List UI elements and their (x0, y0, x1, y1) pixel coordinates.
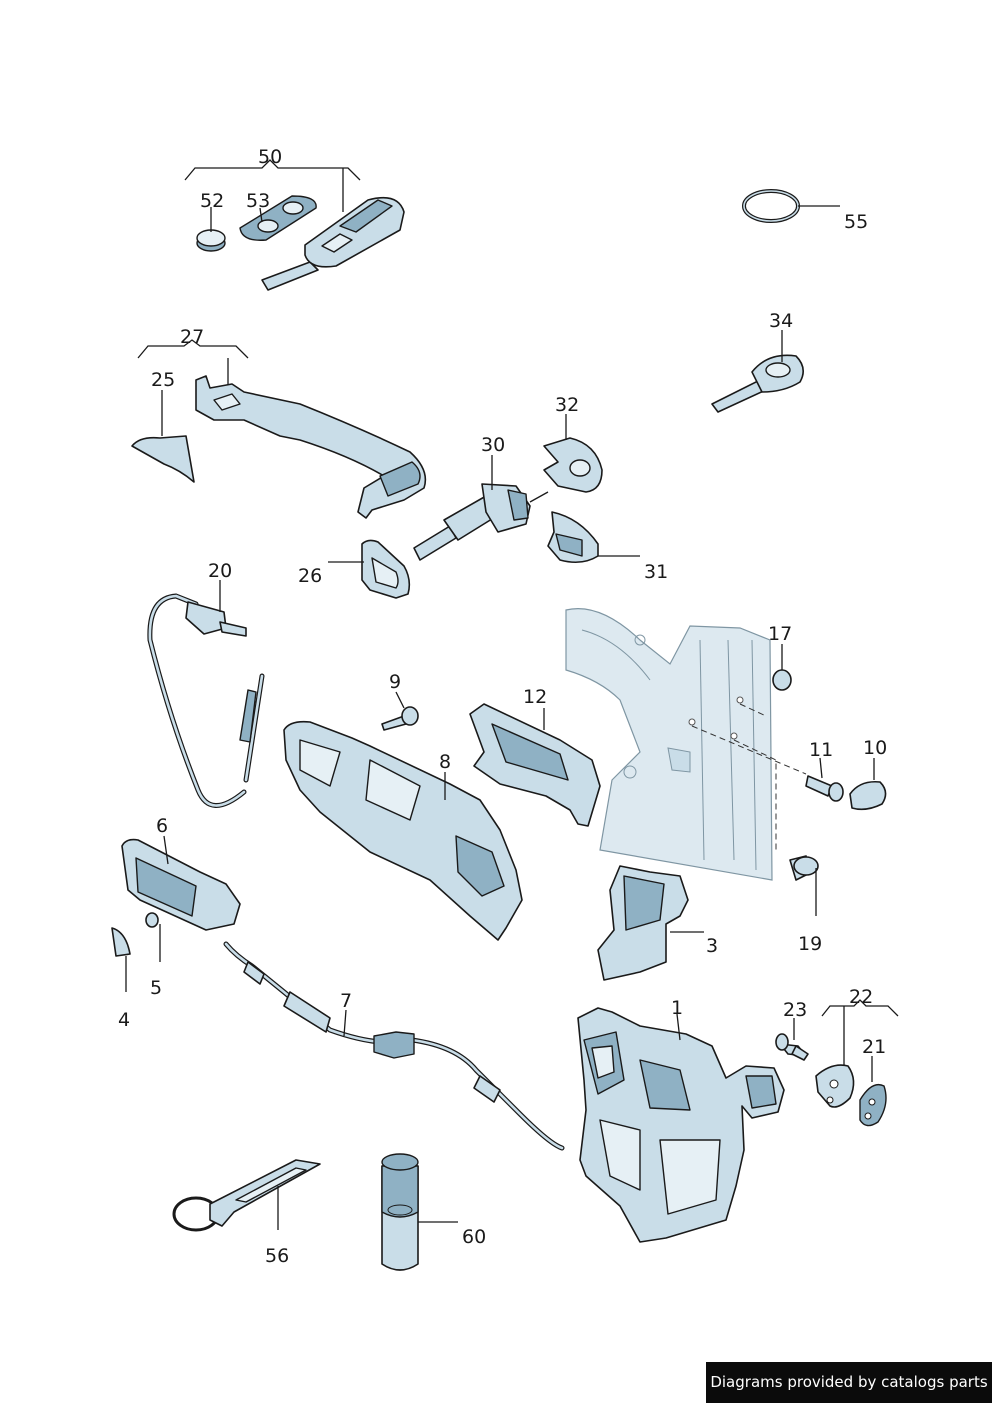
label-6: 6 (156, 815, 168, 837)
label-8: 8 (439, 751, 451, 773)
part-34-mechanical-key (711, 330, 804, 413)
label-56: 56 (265, 1245, 289, 1267)
part-17-plug (772, 644, 792, 691)
part-53-key-buttons (239, 195, 317, 241)
label-1: 1 (671, 997, 683, 1019)
part-7-operating-cable (223, 941, 565, 1151)
label-31: 31 (644, 561, 668, 583)
label-60: 60 (462, 1226, 486, 1248)
part-31-cover-trim (547, 511, 640, 564)
part-23-bolt (775, 1018, 809, 1061)
label-32: 32 (555, 394, 579, 416)
attribution-footer: Diagrams provided by catalogs parts (706, 1362, 992, 1403)
label-12: 12 (523, 686, 547, 708)
part-25-handle-cap (131, 390, 195, 483)
part-20-release-cable (147, 580, 265, 808)
part-9-screw (381, 691, 419, 731)
part-8-handle-carrier (283, 720, 523, 941)
part-55-o-ring (742, 189, 840, 223)
label-19: 19 (798, 933, 822, 955)
part-32-cylinder-cover (543, 414, 603, 493)
label-30: 30 (481, 434, 505, 456)
label-3: 3 (706, 935, 718, 957)
label-53: 53 (246, 190, 270, 212)
part-52-battery (196, 207, 226, 252)
part-5-screw (145, 912, 161, 962)
door-body-panel (565, 608, 807, 881)
part-6-interior-handle (121, 835, 241, 931)
label-21: 21 (862, 1036, 886, 1058)
label-55: 55 (844, 211, 868, 233)
label-4: 4 (118, 1009, 130, 1031)
label-20: 20 (208, 560, 232, 582)
part-11-bolt (805, 757, 844, 802)
label-10: 10 (863, 737, 887, 759)
part-50-remote-key (184, 159, 405, 291)
label-5: 5 (150, 977, 162, 999)
label-9: 9 (389, 671, 401, 693)
part-26-handle-seal (328, 539, 411, 599)
callout-labels: 50 52 53 55 27 25 34 32 30 26 31 20 17 9… (118, 146, 887, 1267)
part-30-lock-cylinder (413, 455, 549, 561)
label-50: 50 (258, 146, 282, 168)
part-1-door-lock (577, 1007, 785, 1243)
part-21-plate (859, 1056, 887, 1127)
label-17: 17 (768, 623, 792, 645)
part-27-exterior-handle (137, 339, 427, 519)
part-22-striker (815, 999, 899, 1108)
part-19-screw (789, 855, 819, 916)
label-11: 11 (809, 739, 833, 761)
label-25: 25 (151, 369, 175, 391)
label-7: 7 (340, 990, 352, 1012)
part-3-lock-bracket (597, 865, 704, 981)
part-4-cap (111, 927, 131, 992)
label-23: 23 (783, 999, 807, 1021)
part-10-cap (849, 758, 887, 811)
part-60-spray-can (381, 1153, 458, 1271)
label-26: 26 (298, 565, 322, 587)
label-27: 27 (180, 326, 204, 348)
part-12-bracket (469, 703, 601, 827)
label-34: 34 (769, 310, 793, 332)
part-56-tag (172, 1159, 321, 1232)
label-52: 52 (200, 190, 224, 212)
label-22: 22 (849, 986, 873, 1008)
